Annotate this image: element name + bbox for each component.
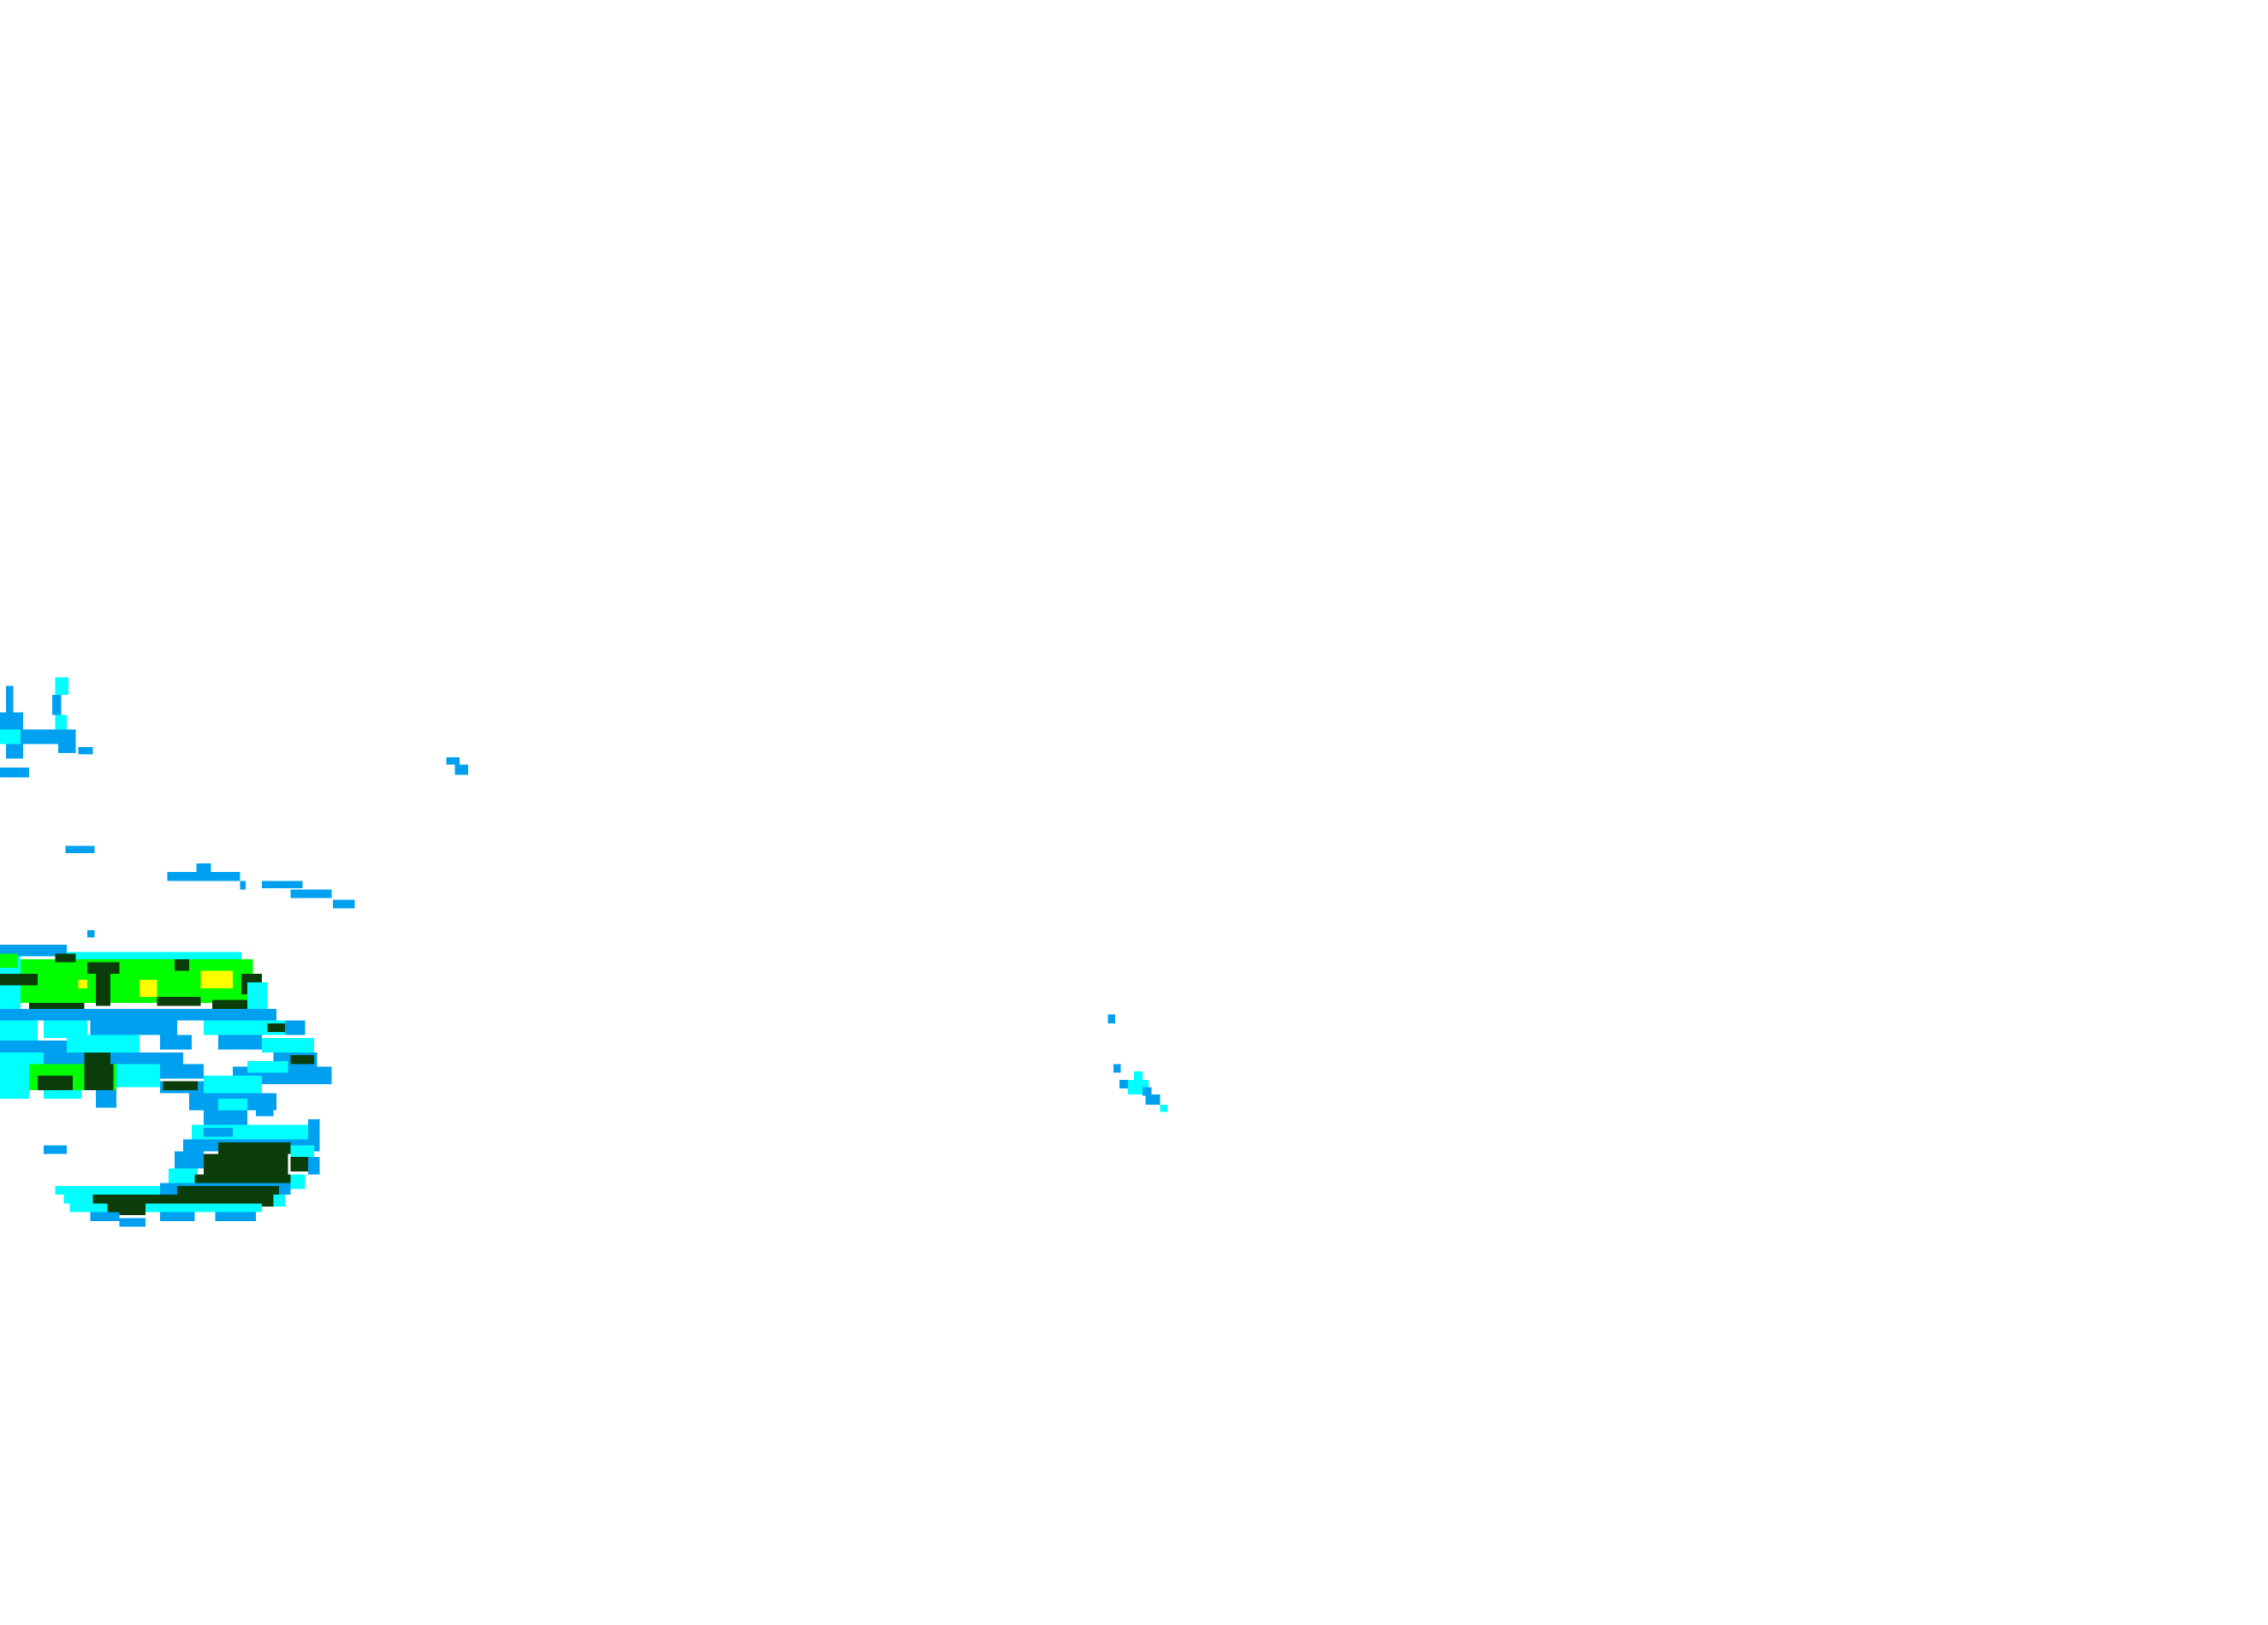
echo-cell <box>203 1110 247 1125</box>
echo-cell <box>1119 1080 1134 1089</box>
echo-cell <box>1134 1070 1143 1081</box>
echo-cell <box>1145 1094 1161 1105</box>
echo-cell <box>38 1075 73 1090</box>
echo-cell <box>174 959 189 971</box>
echo-cell <box>0 1052 44 1067</box>
echo-cell <box>43 1145 68 1154</box>
echo-cell <box>86 930 95 938</box>
echo-cell <box>145 1203 262 1213</box>
echo-cell <box>0 1020 39 1041</box>
echo-cell <box>1143 1087 1152 1096</box>
echo-cell <box>65 845 95 854</box>
echo-cell <box>261 1037 314 1053</box>
echo-cell <box>0 1084 29 1100</box>
echo-cell <box>0 1008 276 1021</box>
echo-cell <box>43 1089 82 1100</box>
echo-cell <box>1113 1064 1121 1073</box>
echo-cell <box>86 962 120 975</box>
echo-cell <box>1107 1014 1115 1023</box>
echo-cell <box>20 729 76 744</box>
echo-cell <box>159 1212 195 1221</box>
echo-cell <box>43 1052 184 1065</box>
echo-cell <box>267 1023 285 1032</box>
echo-cell <box>290 889 332 898</box>
echo-cell <box>159 1035 193 1050</box>
echo-cell <box>90 1020 178 1035</box>
echo-cell <box>0 953 18 969</box>
echo-cell <box>57 741 76 753</box>
echo-cell <box>196 863 211 873</box>
echo-cell <box>67 1035 140 1053</box>
echo-cell <box>246 1060 288 1073</box>
echo-cell <box>308 1157 320 1175</box>
echo-cell <box>446 756 460 765</box>
echo-cell <box>0 767 29 778</box>
echo-cell <box>215 1212 256 1221</box>
echo-cell <box>174 1151 204 1169</box>
echo-cell <box>84 1064 114 1090</box>
echo-cell <box>255 1095 274 1117</box>
echo-cell <box>308 1118 320 1143</box>
echo-cell <box>240 881 246 890</box>
echo-cell <box>96 1089 116 1108</box>
echo-cell <box>261 881 303 888</box>
echo-cell <box>157 997 201 1006</box>
echo-cell <box>0 1064 29 1085</box>
echo-cell <box>167 872 240 881</box>
echo-cell <box>55 715 68 733</box>
echo-western-streaks <box>65 845 355 938</box>
echo-cell <box>212 999 251 1009</box>
echo-cell <box>140 979 157 998</box>
echo-cell <box>159 1064 204 1079</box>
echo-cell <box>0 712 24 730</box>
echo-cell <box>55 677 68 695</box>
echo-cell <box>5 685 14 713</box>
echo-cell <box>84 1052 111 1067</box>
echo-cell <box>200 970 233 989</box>
echo-cell <box>169 1168 199 1183</box>
echo-main-storm-complex <box>0 945 332 1108</box>
echo-southern-band <box>43 1093 320 1227</box>
echo-cell <box>290 1055 314 1065</box>
echo-cell <box>273 1195 285 1207</box>
echo-eastern-cluster <box>1107 1014 1168 1112</box>
echo-cell <box>1160 1104 1168 1112</box>
echo-cell <box>5 744 24 759</box>
echo-cell <box>217 1035 262 1050</box>
echo-cell <box>63 1195 116 1204</box>
echo-cell <box>0 729 21 744</box>
echo-cell <box>284 1020 306 1035</box>
echo-cell <box>454 764 468 775</box>
echo-cell <box>246 982 268 1009</box>
echo-cell <box>69 1203 108 1213</box>
echo-cell <box>333 899 355 909</box>
echo-cell <box>55 953 76 963</box>
echo-cell <box>119 1218 145 1227</box>
echo-cell <box>0 1041 68 1053</box>
echo-cell <box>203 1128 233 1137</box>
echo-cell <box>290 1174 306 1189</box>
echo-cell <box>78 979 87 989</box>
echo-cell <box>78 747 93 755</box>
echo-cell <box>203 1154 288 1177</box>
echo-northwest-fragments <box>0 677 93 778</box>
echo-cell <box>43 1020 87 1038</box>
echo-cell <box>55 1186 178 1195</box>
echo-cell <box>217 1099 247 1114</box>
echo-cell <box>90 1212 120 1221</box>
echo-cell <box>28 1003 85 1012</box>
echo-cell <box>163 1081 199 1090</box>
echo-cell <box>52 694 62 715</box>
echo-cell <box>217 1142 291 1154</box>
echo-cell <box>290 1145 314 1158</box>
echo-cell <box>96 974 111 1006</box>
echo-cell <box>0 974 39 986</box>
echo-isolated-speck-north <box>446 756 468 775</box>
echo-cell <box>116 1064 160 1088</box>
